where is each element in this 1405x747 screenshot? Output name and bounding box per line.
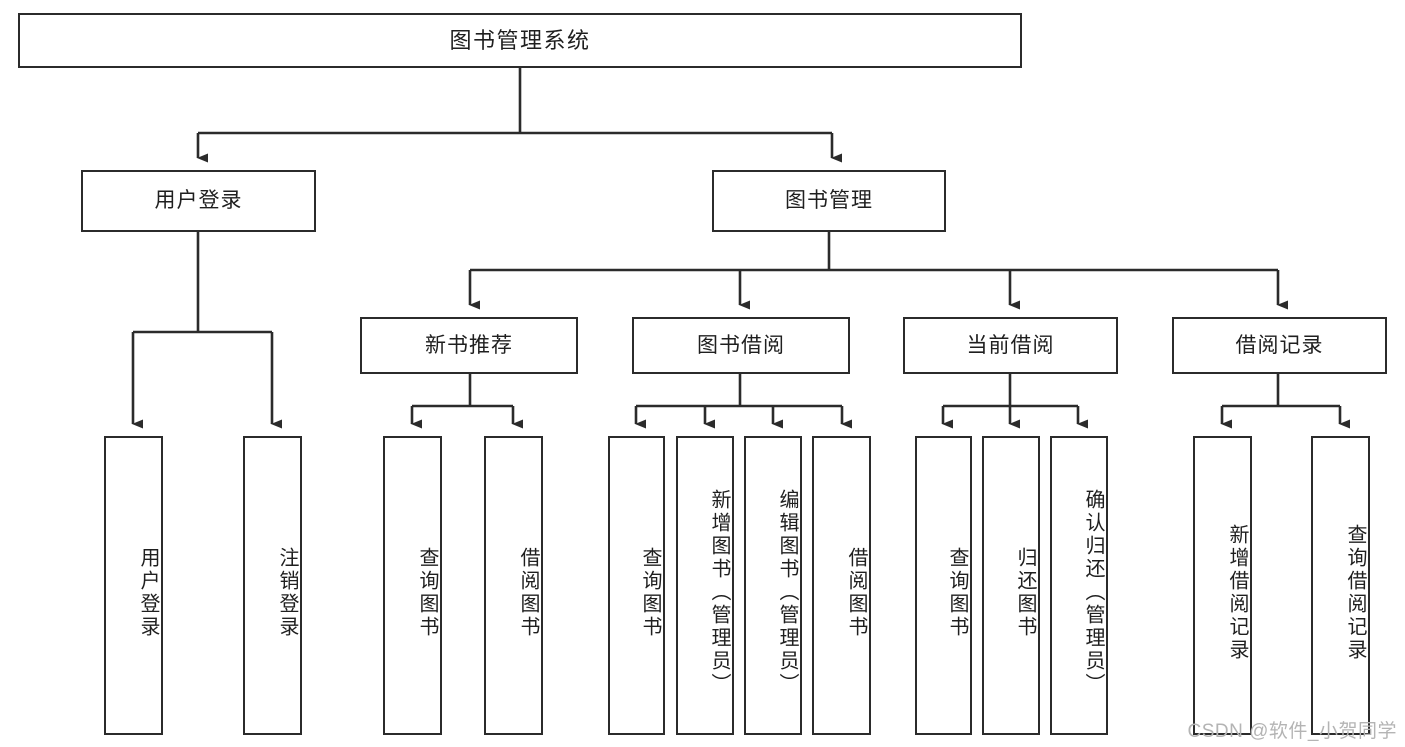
node-label: 确认归还（管理员） xyxy=(1082,489,1104,696)
node-label: 注销登录 xyxy=(276,546,298,639)
node-label: 用户登录 xyxy=(137,546,159,639)
leaf-user-login[interactable]: 用户登录 xyxy=(104,436,163,735)
node-label: 查询借阅记录 xyxy=(1344,523,1366,662)
node-label: 图书管理系统 xyxy=(449,27,591,53)
leaf-recommend-borrow-book[interactable]: 借阅图书 xyxy=(484,436,543,735)
csdn-watermark: CSDN @软件_小贺同学 xyxy=(1187,721,1397,742)
node-label: 用户登录 xyxy=(154,189,243,213)
leaf-current-query-book[interactable]: 查询图书 xyxy=(915,436,972,735)
node-label: 编辑图书（管理员） xyxy=(776,489,798,696)
leaf-borrow-edit-book-admin[interactable]: 编辑图书（管理员） xyxy=(744,436,802,735)
node-label: 当前借阅 xyxy=(966,333,1055,357)
node-label: 借阅图书 xyxy=(517,546,539,639)
node-label: 查询图书 xyxy=(946,546,968,639)
node-label: 新书推荐 xyxy=(425,333,513,357)
leaf-record-query-borrow-record[interactable]: 查询借阅记录 xyxy=(1311,436,1370,735)
node-new-book-recommend[interactable]: 新书推荐 xyxy=(360,317,578,374)
leaf-borrow-query-book[interactable]: 查询图书 xyxy=(608,436,665,735)
node-label: 查询图书 xyxy=(639,546,661,639)
node-root-system[interactable]: 图书管理系统 xyxy=(18,13,1022,68)
node-user-login[interactable]: 用户登录 xyxy=(81,170,316,232)
leaf-recommend-query-book[interactable]: 查询图书 xyxy=(383,436,442,735)
leaf-user-logout[interactable]: 注销登录 xyxy=(243,436,302,735)
node-book-borrow[interactable]: 图书借阅 xyxy=(632,317,850,374)
node-label: 图书管理 xyxy=(785,189,873,213)
node-label: 图书借阅 xyxy=(697,333,785,357)
node-label: 借阅图书 xyxy=(845,546,867,639)
node-label: 新增图书（管理员） xyxy=(708,489,730,696)
node-label: 查询图书 xyxy=(416,546,438,639)
leaf-current-return-book[interactable]: 归还图书 xyxy=(982,436,1040,735)
node-borrow-record[interactable]: 借阅记录 xyxy=(1172,317,1387,374)
leaf-current-confirm-return-admin[interactable]: 确认归还（管理员） xyxy=(1050,436,1108,735)
node-label: 归还图书 xyxy=(1014,546,1036,639)
node-label: 新增借阅记录 xyxy=(1226,523,1248,662)
leaf-borrow-add-book-admin[interactable]: 新增图书（管理员） xyxy=(676,436,734,735)
node-current-borrow[interactable]: 当前借阅 xyxy=(903,317,1118,374)
leaf-borrow-borrow-book[interactable]: 借阅图书 xyxy=(812,436,871,735)
node-label: 借阅记录 xyxy=(1235,333,1324,357)
node-book-management[interactable]: 图书管理 xyxy=(712,170,946,232)
leaf-record-add-borrow-record[interactable]: 新增借阅记录 xyxy=(1193,436,1252,735)
